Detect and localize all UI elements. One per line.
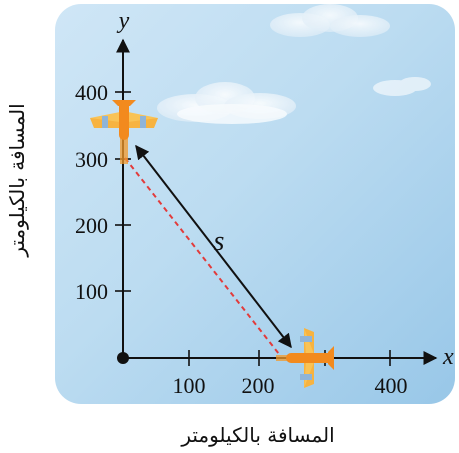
x-tick-label: 200 <box>242 373 275 398</box>
distance-label-s: s <box>214 226 225 257</box>
cloud-icon <box>373 77 431 96</box>
distance-arrow <box>135 144 292 349</box>
origin-point <box>117 352 129 364</box>
y-tick-label: 100 <box>75 279 108 304</box>
y-axis-title: المسافة بالكيلومتر <box>5 103 29 257</box>
cloud-icon <box>157 82 296 124</box>
y-tick-label: 300 <box>75 147 108 172</box>
x-axis-title: المسافة بالكيلومتر <box>180 423 334 447</box>
cloud-icon <box>270 4 390 37</box>
x-tick-label: 400 <box>375 373 408 398</box>
y-tick-label: 400 <box>75 80 108 105</box>
y-tick-label: 200 <box>75 213 108 238</box>
x-tick-label: 100 <box>173 373 206 398</box>
airplane-icon <box>90 100 158 164</box>
y-axis-variable: y <box>117 8 130 34</box>
x-axis-variable: x <box>442 344 454 370</box>
airplane-icon <box>276 328 334 388</box>
sky-background <box>55 4 455 404</box>
